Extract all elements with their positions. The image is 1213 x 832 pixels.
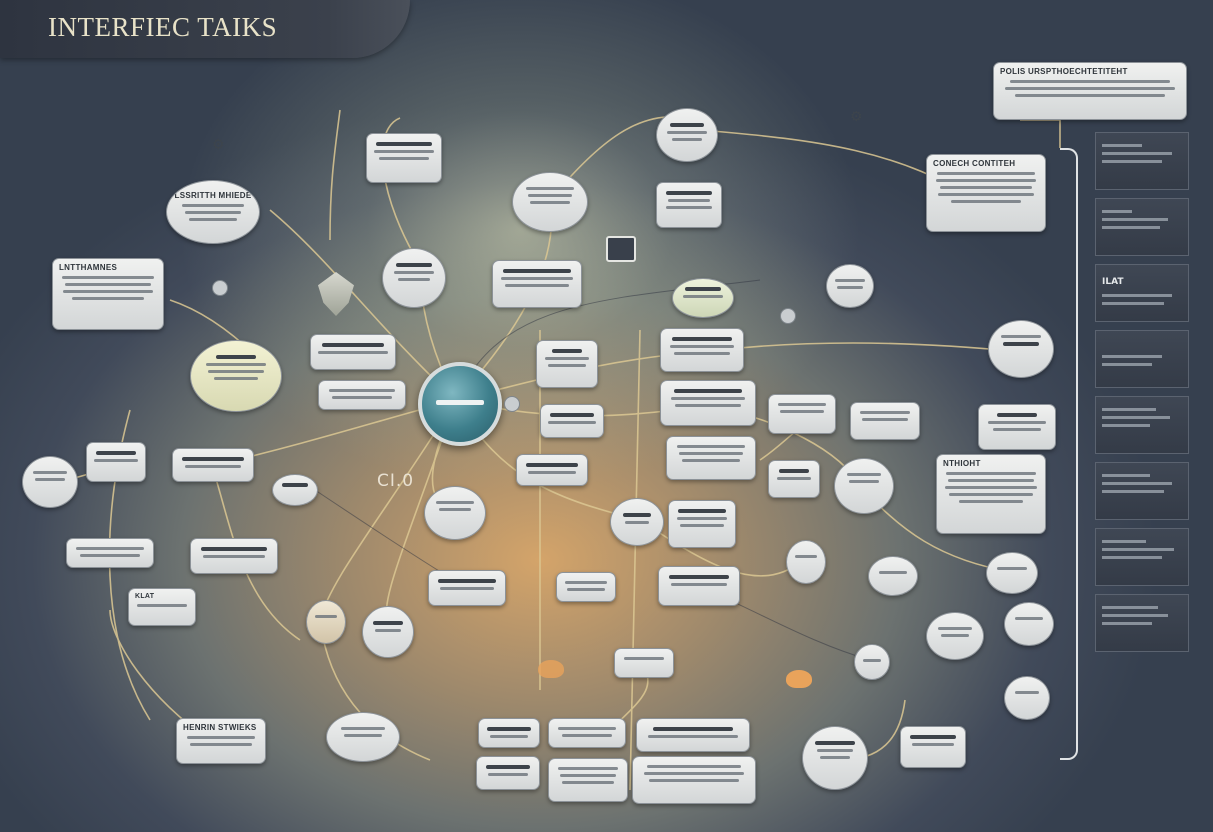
sidebar-item[interactable] [1095, 462, 1189, 520]
node-box-mid-1[interactable] [492, 260, 582, 308]
node-box-lower-4[interactable] [614, 648, 674, 678]
node-title: LNTTHAMNES [59, 263, 118, 272]
node-box-left-6[interactable]: KLAT [128, 588, 196, 626]
link-1 [269, 209, 457, 401]
node-bubble-mid-right[interactable] [834, 458, 894, 514]
node-box-top-1[interactable] [366, 133, 442, 183]
node-box-lower-center-1[interactable] [668, 500, 736, 548]
node-box-lower-2[interactable] [556, 572, 616, 602]
flame-icon [786, 670, 812, 688]
top-panel-title: POLIS URSPTHOECHTETITEHT [1000, 67, 1128, 76]
link-25 [629, 329, 641, 791]
node-bubble-top-center[interactable] [656, 108, 718, 162]
gear-icon: ⚙ [850, 108, 863, 124]
node-bubble-lower-right-4[interactable] [1004, 676, 1050, 720]
node-box-right-mid-1[interactable] [768, 394, 836, 434]
node-box-bottom-2[interactable] [548, 718, 626, 748]
node-box-left-5[interactable] [190, 538, 278, 574]
node-bubble-lower-center-3[interactable] [362, 606, 414, 658]
sidebar-item[interactable] [1095, 396, 1189, 454]
node-box-bottom-3[interactable] [636, 718, 750, 752]
link-24 [1020, 119, 1061, 148]
node-bubble-lower-6[interactable] [986, 552, 1038, 594]
node-bubble-mid-left[interactable] [382, 248, 446, 308]
node-box-center-4[interactable] [540, 404, 604, 438]
node-box-bottom-6[interactable] [632, 756, 756, 804]
node-box-right-top[interactable]: CONECH CONTITEH [926, 154, 1046, 232]
node-bubble-lower-right-1[interactable] [926, 612, 984, 660]
flame-icon [538, 660, 564, 678]
top-info-panel[interactable]: POLIS URSPTHOECHTETITEHT [993, 62, 1187, 120]
node-box-bottom-left[interactable]: HENRIN STWIEKS [176, 718, 266, 764]
node-bubble-lower-center-2[interactable] [610, 498, 664, 546]
hub-label-bar [436, 400, 484, 405]
node-bubble-right-mid[interactable] [826, 264, 874, 308]
node-bubble-lower-right-3[interactable] [854, 644, 890, 680]
node-bubble-lower-left[interactable] [306, 600, 346, 644]
mug-icon [606, 236, 636, 262]
node-box-mid-5[interactable] [666, 436, 756, 480]
node-box-left[interactable]: LNTTHAMNES [52, 258, 164, 330]
center-hub-node[interactable] [418, 362, 502, 446]
node-box-left-4[interactable] [66, 538, 154, 568]
node-bubble-lower-5[interactable] [868, 556, 918, 596]
connector-dot [504, 396, 520, 412]
sidebar-item[interactable]: ILAT [1095, 264, 1189, 322]
node-bubble-lower-center[interactable] [424, 486, 486, 540]
link-27 [329, 109, 341, 241]
node-bubble-bottom-right[interactable] [802, 726, 868, 790]
node-bubble-left-6[interactable] [272, 474, 318, 506]
node-title: CONECH CONTITEH [933, 159, 1016, 168]
header-tab: INTERFIEC TAIKS [0, 0, 410, 58]
sidebar-item[interactable] [1095, 132, 1189, 190]
sidebar-item[interactable] [1095, 330, 1189, 388]
sidebar-bracket [1060, 148, 1078, 760]
center-label: CI.0 [377, 471, 415, 491]
node-box-right-mid-3[interactable] [978, 404, 1056, 450]
node-title: LSSRITTH MHIEDE [174, 191, 252, 200]
sidebar-panel: ILAT [1095, 132, 1189, 660]
node-bubble-top-left[interactable]: LSSRITTH MHIEDE [166, 180, 260, 244]
node-box-lower-1[interactable] [428, 570, 506, 606]
node-box-mid-2[interactable] [310, 334, 396, 370]
node-bubble-green[interactable] [672, 278, 734, 318]
node-bubble-bottom-left[interactable] [326, 712, 400, 762]
sidebar-item[interactable] [1095, 528, 1189, 586]
connector-dot [780, 308, 796, 324]
node-box-upper-right[interactable] [656, 182, 722, 228]
connector-dot [212, 280, 228, 296]
node-box-mid-4[interactable] [516, 454, 588, 486]
node-box-left-2[interactable] [86, 442, 146, 482]
page-title: INTERFIEC TAIKS [48, 12, 278, 42]
node-bubble-far-left[interactable] [22, 456, 78, 508]
node-box-mid-3[interactable] [318, 380, 406, 410]
sidebar-item[interactable] [1095, 198, 1189, 256]
gear-icon: ⚙ [212, 136, 225, 152]
node-box-bottom-right[interactable] [900, 726, 966, 768]
node-box-lower-3[interactable] [658, 566, 740, 606]
node-bubble-yellow[interactable] [190, 340, 282, 412]
sidebar-item-label: ILAT [1102, 277, 1124, 287]
node-box-right-mid-2[interactable] [850, 402, 920, 440]
node-box-mid-6[interactable] [768, 460, 820, 498]
node-box-bottom-4[interactable] [476, 756, 540, 790]
link-13 [699, 342, 1023, 353]
node-bubble-upper-mid[interactable] [512, 172, 588, 232]
node-box-right-big[interactable]: NTHIOHT [936, 454, 1046, 534]
node-title: NTHIOHT [943, 459, 981, 468]
node-box-bottom-5[interactable] [548, 758, 628, 802]
node-bubble-lower-right-2[interactable] [1004, 602, 1054, 646]
sidebar-item[interactable] [1095, 594, 1189, 652]
node-box-bottom-1[interactable] [478, 718, 540, 748]
node-bubble-lower-4[interactable] [786, 540, 826, 584]
node-title: KLAT [135, 593, 155, 600]
node-box-left-3[interactable] [172, 448, 254, 482]
node-box-center-3[interactable] [660, 380, 756, 426]
node-box-center-1[interactable] [536, 340, 598, 388]
node-bubble-right-edge[interactable] [988, 320, 1054, 378]
node-title: HENRIN STWIEKS [183, 723, 257, 732]
node-box-center-2[interactable] [660, 328, 744, 372]
